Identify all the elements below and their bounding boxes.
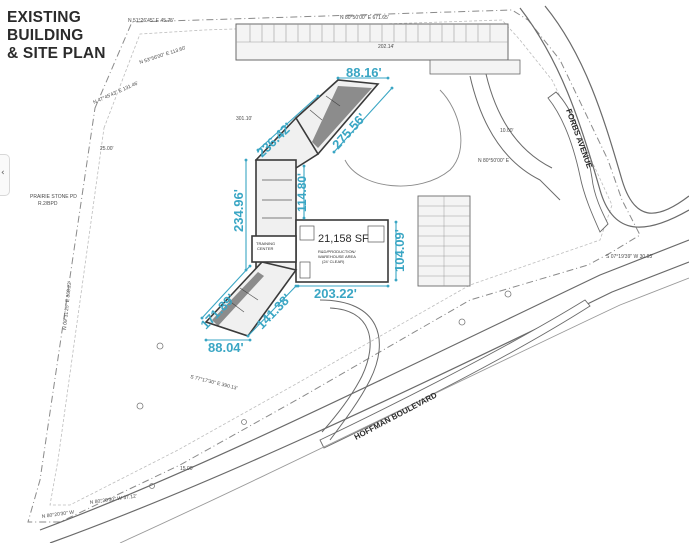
- bearing-5: S 07°19'39" W 30.93': [606, 254, 653, 260]
- tree-symbols: [136, 290, 512, 489]
- setback-line: [49, 19, 613, 506]
- bearing-4: N 53°56'00" E 113.60': [139, 45, 187, 66]
- parking-lot-northeast: [429, 59, 521, 75]
- bearing-2: N 80°50'00" E 671.65': [340, 15, 389, 21]
- page-title: EXISTING BUILDING & SITE PLAN: [7, 9, 106, 63]
- drive-east-2: [485, 73, 553, 169]
- bearing-9: N 80°20'30" W: [41, 509, 74, 520]
- property-line: [27, 9, 641, 523]
- forbs-avenue-median: [547, 91, 609, 233]
- dimension-label-sw-end: 88.04': [208, 340, 244, 355]
- warehouse-block: [295, 219, 389, 283]
- note-2: 202.14': [378, 44, 394, 50]
- note-5: 25.00': [100, 146, 114, 152]
- forbs-avenue-edge-2: [544, 5, 689, 214]
- dimension-label-connector: 114.80': [295, 173, 309, 212]
- drive-loop: [344, 89, 462, 187]
- training-center-block: [251, 235, 297, 263]
- bearing-3: N 47°45'43" E 131.46': [92, 80, 139, 105]
- note-6: 10.00': [500, 128, 514, 134]
- building-use-line-2: WAREHOUSE AREA: [318, 254, 356, 259]
- note-7: 301.10': [236, 116, 252, 122]
- chevron-left-icon: ‹: [1, 168, 5, 178]
- note-3: PRAIRIE STONE PD: [30, 194, 77, 200]
- dimension-label-spine: 234.96': [231, 189, 246, 232]
- note-1: N 80°50'00" E: [478, 158, 510, 164]
- dimension-lines: [200, 76, 398, 342]
- building-use-line-1: R&D/PRODUCTION/: [318, 249, 356, 254]
- dimension-label-top: 88.16': [346, 65, 382, 80]
- title-line-3: & SITE PLAN: [7, 45, 106, 62]
- parking-stalls-north: [236, 24, 508, 43]
- hoffman-boulevard-label: HOFFMAN BOULEVARD: [353, 390, 439, 441]
- drive-south: [319, 299, 380, 441]
- bearing-7: S 77°17'30" E 390.13': [190, 374, 239, 392]
- hoffman-boulevard-median: [319, 299, 591, 449]
- bearing-8: N 80°20'30" W 37.12': [89, 493, 137, 506]
- note-4: R.2/BPD: [38, 201, 58, 207]
- dimension-label-warehouse-east: 104.09': [392, 229, 407, 272]
- parking-stalls-east: [418, 196, 470, 286]
- drive-south-2: [321, 307, 371, 433]
- building-use-line-3: (24' CLEAR): [322, 259, 345, 264]
- forbs-avenue-edge-1: [519, 7, 689, 228]
- building-area-label: 21,158 SF: [318, 233, 369, 245]
- scroll-tab-handle[interactable]: ‹: [0, 154, 10, 196]
- dimension-label-warehouse-south: 203.22': [314, 286, 357, 301]
- training-center-label-2: CENTER: [257, 246, 274, 251]
- note-8: 15.00': [180, 466, 194, 472]
- hoffman-boulevard-edge-2: [49, 261, 689, 543]
- bearing-1: N 51°26'45" E 45.75': [128, 18, 174, 24]
- hoffman-boulevard-edge-3: [119, 277, 689, 543]
- title-line-2: BUILDING: [7, 27, 84, 44]
- hoffman-boulevard-edge-1: [39, 239, 689, 531]
- training-center-label: TRAINING: [256, 241, 275, 246]
- title-line-1: EXISTING: [7, 9, 81, 26]
- drive-east: [469, 75, 561, 201]
- bearing-6: N 09°31'25" E 868.23': [62, 281, 73, 330]
